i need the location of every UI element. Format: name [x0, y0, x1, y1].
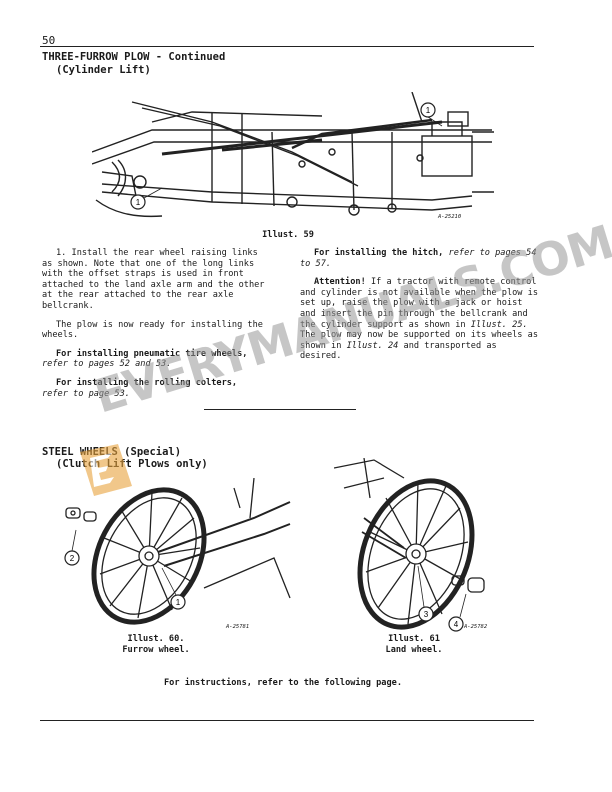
- figure-tag: A-25781: [226, 624, 250, 630]
- figure-caption: Illust. 59: [262, 230, 314, 240]
- figure-caption: Illust. 61: [388, 634, 440, 644]
- svg-text:1: 1: [426, 106, 431, 115]
- figure-subcaption: Land wheel.: [385, 645, 443, 655]
- cross-reference: Illust. 24: [346, 340, 399, 351]
- page-subtitle: (Cylinder Lift): [56, 64, 151, 76]
- paragraph: For installing pneumatic tire wheels, re…: [42, 349, 266, 370]
- watermark-logo-icon: [80, 444, 132, 496]
- cross-reference: Illust. 25.: [470, 319, 528, 330]
- footer-rule: [40, 720, 534, 721]
- callout-marker: 1: [161, 567, 186, 610]
- svg-text:4: 4: [454, 620, 459, 629]
- callout-marker: 1: [130, 187, 163, 210]
- bold-text: For installing the hitch,: [314, 248, 444, 258]
- right-column: For installing the hitch, refer to pages…: [300, 248, 540, 362]
- svg-text:3: 3: [424, 610, 429, 619]
- figure-tag: A-25210: [438, 214, 462, 220]
- footer-note: For instructions, refer to the following…: [164, 678, 402, 688]
- page-number: 50: [42, 34, 56, 47]
- section-divider: [204, 409, 356, 410]
- attention-label: Attention!: [314, 277, 366, 288]
- paragraph: For installing the hitch, refer to pages…: [300, 248, 540, 269]
- paragraph: The plow is now ready for installing the…: [42, 319, 263, 341]
- illustration-59: 1 1: [92, 92, 494, 218]
- callout-marker: 2: [64, 529, 80, 566]
- illustration-60: 2 1: [64, 478, 291, 625]
- paragraph: Attention! If a tractor with remote cont…: [300, 277, 538, 362]
- left-column: 1. Install the rear wheel raising links …: [42, 248, 266, 399]
- illustration-61: 3 4: [334, 458, 485, 632]
- header-rule: [40, 46, 534, 47]
- figure-tag: A-25782: [464, 624, 488, 630]
- figure-caption: Illust. 60.: [127, 634, 185, 644]
- callout-marker: 1: [420, 102, 443, 127]
- figure-subcaption: Furrow wheel.: [122, 645, 190, 655]
- page-title: THREE-FURROW PLOW - Continued: [42, 51, 226, 63]
- callout-marker: 4: [448, 593, 467, 632]
- bold-text: For installing the rolling colters,: [56, 377, 238, 388]
- bold-text: For installing pneumatic tire wheels,: [56, 348, 248, 359]
- paragraph: For installing the rolling colters, refe…: [42, 378, 266, 399]
- svg-text:1: 1: [136, 198, 141, 207]
- paragraph: 1. Install the rear wheel raising links …: [42, 248, 265, 311]
- cross-reference: refer to pages 54 to 57.: [300, 248, 537, 269]
- svg-text:2: 2: [70, 554, 75, 563]
- cross-reference: refer to page 53.: [42, 388, 130, 399]
- callout-marker: 3: [417, 565, 434, 622]
- svg-text:1: 1: [176, 598, 181, 607]
- cross-reference: refer to pages 52 and 53.: [42, 359, 172, 370]
